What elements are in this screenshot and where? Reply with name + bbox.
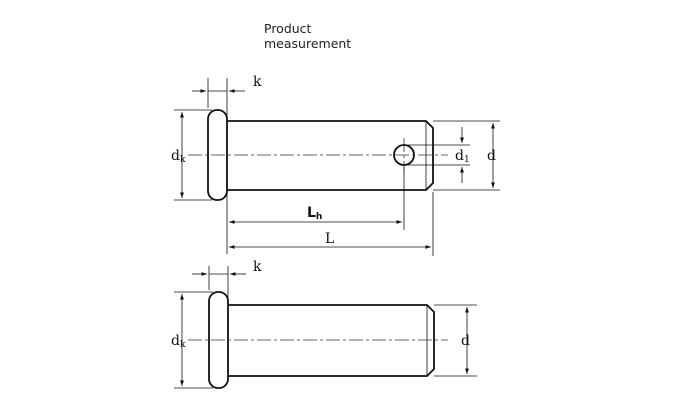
- top-lh-dimension: Lh: [226, 167, 405, 254]
- bottom-d-dimension: d: [434, 304, 477, 377]
- top-d1-dimension: d1: [404, 127, 470, 183]
- top-d-label: d: [487, 148, 496, 164]
- bottom-k-label: k: [253, 259, 262, 275]
- bottom-pin-view: k dk d: [171, 259, 477, 389]
- top-dk-label: dk: [171, 148, 186, 165]
- top-k-dimension: k: [192, 74, 262, 119]
- bottom-dk-dimension: dk: [171, 291, 213, 389]
- top-l-label: L: [325, 231, 334, 247]
- bottom-d-label: d: [461, 333, 470, 349]
- top-dk-dimension: dk: [171, 109, 212, 201]
- top-pin-view: k dk d1 d: [171, 74, 500, 256]
- top-l-dimension: L: [229, 192, 434, 256]
- top-pin-shank: [227, 120, 434, 191]
- top-d1-label: d1: [455, 148, 470, 165]
- product-measurement-caption: Product measurement: [264, 21, 352, 51]
- top-d-dimension: d: [433, 120, 500, 191]
- bottom-k-dimension: k: [192, 259, 262, 303]
- bottom-pin-shank: [228, 304, 435, 377]
- top-lh-label: Lh: [307, 205, 322, 222]
- top-k-label: k: [253, 74, 262, 90]
- bottom-dk-label: dk: [171, 333, 186, 350]
